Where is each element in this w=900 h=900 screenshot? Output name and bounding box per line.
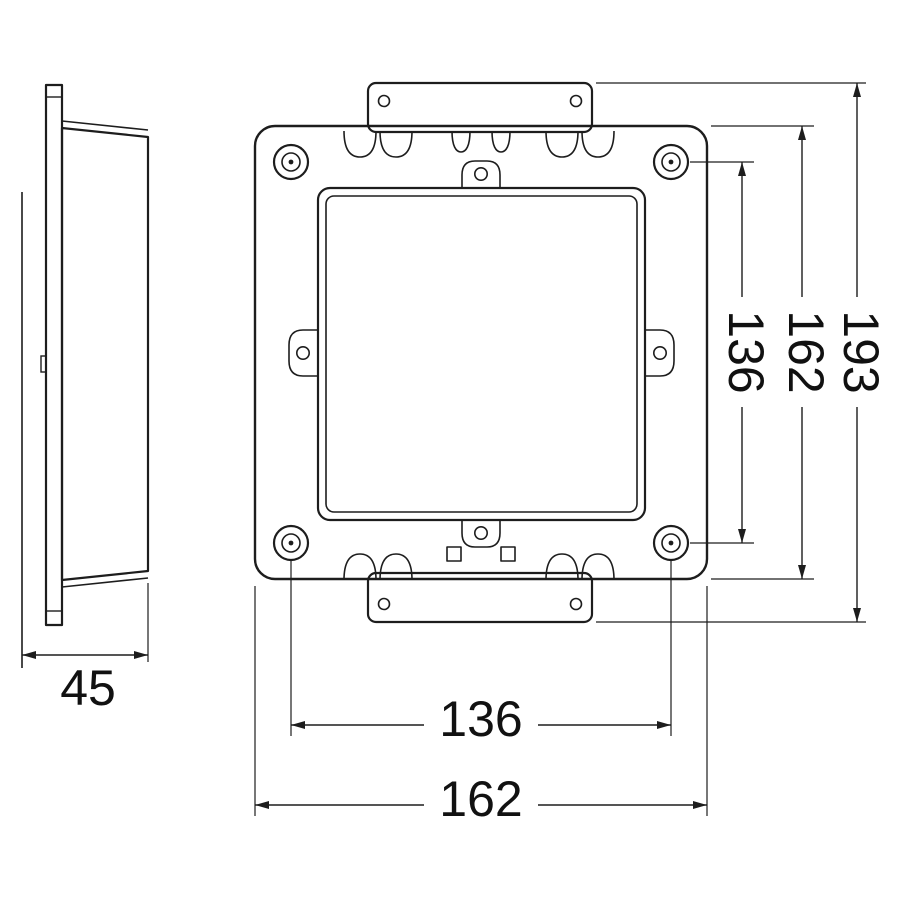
side-tab-left [288, 329, 318, 377]
bottom-bracket-body [366, 571, 594, 624]
arrow-right [134, 651, 148, 659]
corner-screw-top-left [272, 143, 310, 181]
inner-opening-outer [316, 186, 647, 522]
screw-center-dot [668, 159, 674, 165]
center-tab-top [461, 160, 501, 188]
side-view [21, 83, 150, 668]
housing-top-edge [61, 120, 149, 131]
dim-right-overall-height: 193 [596, 82, 889, 623]
screw-center-dot [288, 159, 294, 165]
latch-window-right [500, 546, 516, 562]
corner-screw-top-right [652, 143, 690, 181]
center-tab-bottom-hole [473, 525, 488, 540]
dim-right-hole-spacing: 136 [690, 161, 774, 544]
screw-outer-ring [272, 143, 310, 181]
arrow-left [22, 651, 36, 659]
latch-windows-bottom-center [446, 546, 516, 562]
top-bracket-hole-left [377, 94, 391, 108]
dim-right-frame-height: 162 [711, 125, 834, 580]
screw-inner-ring [281, 152, 301, 172]
dim-label-overall-width: 162 [439, 771, 522, 827]
spring-clip-bottom-left [343, 553, 413, 581]
housing-box [60, 126, 150, 582]
top-mounting-bracket [366, 81, 594, 134]
side-clip-detail [40, 355, 47, 373]
corner-screw-bottom-right [652, 524, 690, 562]
screw-outer-ring [652, 143, 690, 181]
screw-outer-ring [652, 524, 690, 562]
flange-plate [44, 83, 64, 627]
spring-clip-top-center [451, 130, 511, 153]
latch-window-left [446, 546, 462, 562]
screw-center-dot [668, 540, 674, 546]
spring-clip-bottom-right [545, 553, 615, 581]
bottom-mounting-bracket [366, 571, 594, 624]
screw-center-dot [288, 540, 294, 546]
dim-depth: 45 [22, 583, 149, 716]
bottom-bracket-hole-left [377, 597, 391, 611]
bottom-bracket-hole-right [569, 597, 583, 611]
dim-bottom-overall-width: 162 [254, 586, 708, 827]
side-tab-right [645, 329, 675, 377]
screw-inner-ring [661, 152, 681, 172]
housing-bottom-edge [61, 577, 149, 588]
center-tab-top-hole [473, 167, 488, 182]
spring-clip-top-right [545, 130, 615, 158]
dim-label-overall-height: 193 [833, 310, 889, 393]
dim-label-depth: 45 [60, 660, 116, 716]
top-bracket-hole-right [569, 94, 583, 108]
center-tab-bottom [461, 520, 501, 548]
screw-outer-ring [272, 524, 310, 562]
side-tab-right-hole [652, 345, 667, 360]
dim-label-frame-height: 162 [778, 310, 834, 393]
inner-opening-inner [325, 195, 638, 513]
spring-clip-top-left [343, 130, 413, 158]
top-bracket-body [366, 81, 594, 134]
side-tab-left-hole [295, 345, 310, 360]
screw-inner-ring [281, 533, 301, 553]
dim-label-hole-spacing-v: 136 [718, 310, 774, 393]
corner-screw-bottom-left [272, 524, 310, 562]
front-view [253, 81, 709, 624]
dim-label-hole-spacing-h: 136 [439, 691, 522, 747]
outer-frame [253, 124, 709, 581]
screw-inner-ring [661, 533, 681, 553]
dim-bottom-hole-spacing: 136 [290, 561, 672, 747]
